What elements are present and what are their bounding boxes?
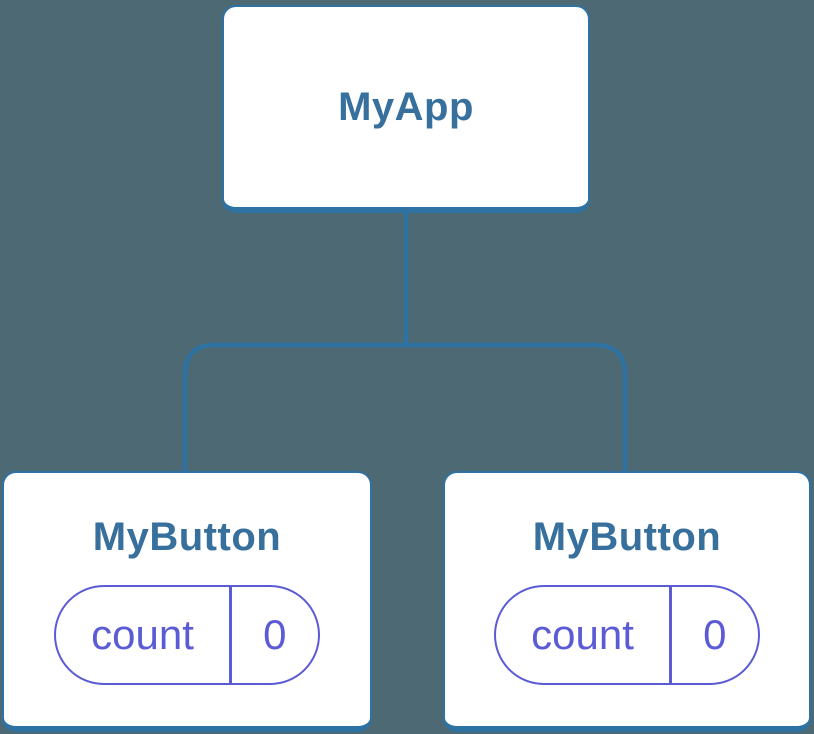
state-value-label: 0: [263, 610, 287, 658]
connector-branch: [182, 342, 628, 473]
node-mybutton-1-label: MyButton: [92, 514, 282, 559]
node-mybutton-2-label: MyButton: [532, 514, 722, 559]
pill-divider: [229, 586, 232, 683]
node-myapp: MyApp: [222, 5, 590, 213]
pill-divider: [669, 586, 672, 683]
node-mybutton-2: MyButton count 0: [443, 471, 811, 732]
state-key-label: count: [531, 610, 634, 658]
state-value-label: 0: [703, 610, 727, 658]
state-key-label: count: [91, 610, 194, 658]
node-mybutton-1: MyButton count 0: [2, 471, 372, 732]
state-pill-count-2: count 0: [494, 584, 760, 685]
state-pill-count-1: count 0: [54, 584, 320, 685]
node-myapp-label: MyApp: [338, 85, 474, 129]
